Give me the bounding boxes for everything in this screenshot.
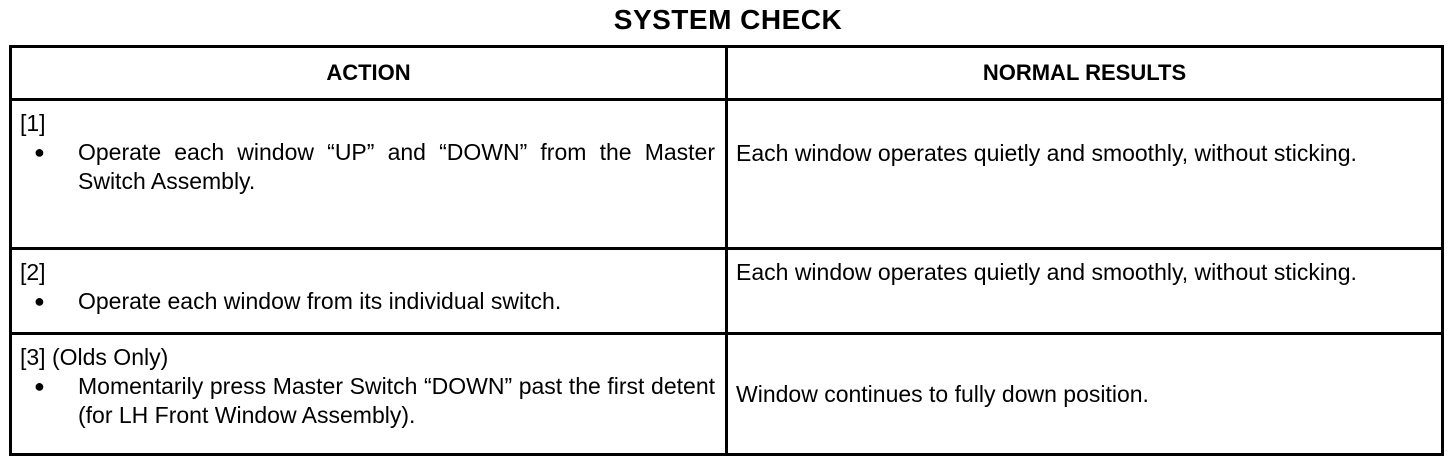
result-cell: Window continues to fully down position. — [725, 332, 1444, 456]
bullet-icon: ● — [34, 291, 45, 311]
action-item: ● Operate each window “UP” and “DOWN” fr… — [20, 138, 715, 196]
result-text: Each window operates quietly and smoothl… — [736, 140, 1357, 166]
action-column-header: ACTION — [9, 45, 728, 101]
table-row: [2] ● Operate each window from its indiv… — [9, 247, 1444, 335]
step-number: [2] — [20, 259, 46, 285]
action-item: ● Operate each window from its individua… — [20, 287, 715, 316]
action-item: ● Momentarily press Master Switch “DOWN”… — [20, 372, 715, 430]
action-text: Operate each window “UP” and “DOWN” from… — [78, 139, 715, 194]
page-title: SYSTEM CHECK — [613, 4, 843, 35]
results-column-header: NORMAL RESULTS — [725, 45, 1444, 101]
table-row: [1] ● Operate each window “UP” and “DOWN… — [9, 98, 1444, 250]
step-number: [3] (Olds Only) — [20, 344, 169, 370]
result-text: Each window operates quietly and smoothl… — [736, 259, 1357, 285]
action-text: Momentarily press Master Switch “DOWN” p… — [78, 373, 715, 428]
table-row: [3] (Olds Only) ● Momentarily press Mast… — [9, 332, 1444, 456]
action-cell: [3] (Olds Only) ● Momentarily press Mast… — [9, 332, 728, 456]
action-cell: [2] ● Operate each window from its indiv… — [9, 247, 728, 335]
bullet-icon: ● — [34, 376, 45, 396]
result-cell: Each window operates quietly and smoothl… — [725, 247, 1444, 335]
result-text: Window continues to fully down position. — [736, 380, 1149, 407]
system-check-table: ACTION NORMAL RESULTS [1] ● Operate each… — [9, 45, 1444, 456]
step-number: [1] — [20, 110, 46, 136]
header-row: ACTION NORMAL RESULTS — [9, 45, 1444, 101]
action-cell: [1] ● Operate each window “UP” and “DOWN… — [9, 98, 728, 250]
action-text: Operate each window from its individual … — [78, 288, 562, 314]
bullet-icon: ● — [34, 142, 45, 162]
result-cell: Each window operates quietly and smoothl… — [725, 98, 1444, 250]
